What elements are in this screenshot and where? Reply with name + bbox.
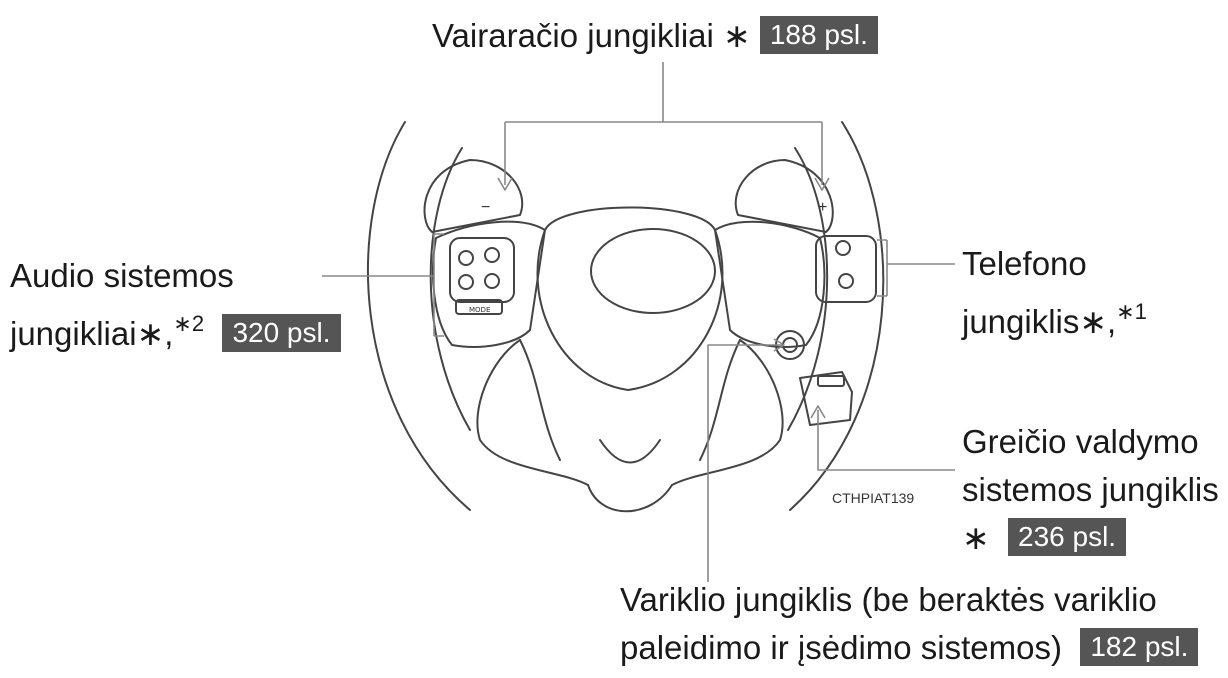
- figure-code: CTHPIAT139: [832, 490, 915, 506]
- leader-line-telephone: [877, 239, 955, 297]
- telephone-button: [835, 240, 851, 256]
- label-steering-switches: Vairaračio jungikliai ∗ 188 psl.: [432, 12, 878, 60]
- steering-wheel-rim: [789, 121, 885, 511]
- leader-line-audio: [322, 233, 444, 337]
- label-engine-switch: Variklio jungiklis (be beraktės variklio…: [620, 576, 1199, 672]
- left-paddle-shifter: [423, 159, 524, 233]
- leader-line-engine-switch: [707, 344, 782, 582]
- leader-line-steering-switches: [504, 62, 823, 185]
- telephone-switch-panel: [815, 235, 877, 303]
- page-ref-236[interactable]: 236 psl.: [1008, 518, 1127, 556]
- audio-button: [484, 273, 500, 289]
- telephone-button: [838, 273, 854, 289]
- audio-button: [484, 247, 500, 263]
- mode-button-label: MODE: [469, 306, 490, 314]
- page-ref-188[interactable]: 188 psl.: [759, 16, 878, 54]
- leader-line-cruise-control: [817, 410, 955, 471]
- mode-button: [455, 299, 503, 315]
- steering-wheel-hub: [536, 206, 724, 391]
- right-paddle-shifter: [734, 159, 834, 233]
- page-ref-182[interactable]: 182 psl.: [1080, 628, 1199, 666]
- audio-button: [458, 250, 474, 266]
- plus-paddle-label: +: [818, 199, 827, 216]
- cruise-control-lever: [799, 371, 853, 426]
- audio-button: [458, 274, 474, 290]
- label-audio-switches: Audio sistemos jungikliai∗,∗2 320 psl.: [10, 252, 341, 358]
- minus-paddle-label: −: [481, 199, 490, 216]
- label-telephone-switch: Telefono jungiklis∗,∗1: [962, 245, 1147, 340]
- page-ref-320[interactable]: 320 psl.: [222, 314, 341, 352]
- horn-pad-emblem: [590, 228, 716, 314]
- steering-wheel-rim: [367, 121, 471, 511]
- audio-switch-panel: [449, 237, 515, 303]
- label-cruise-control-switch: Greičio valdymo sistemos jungiklis ∗ 236…: [962, 423, 1219, 556]
